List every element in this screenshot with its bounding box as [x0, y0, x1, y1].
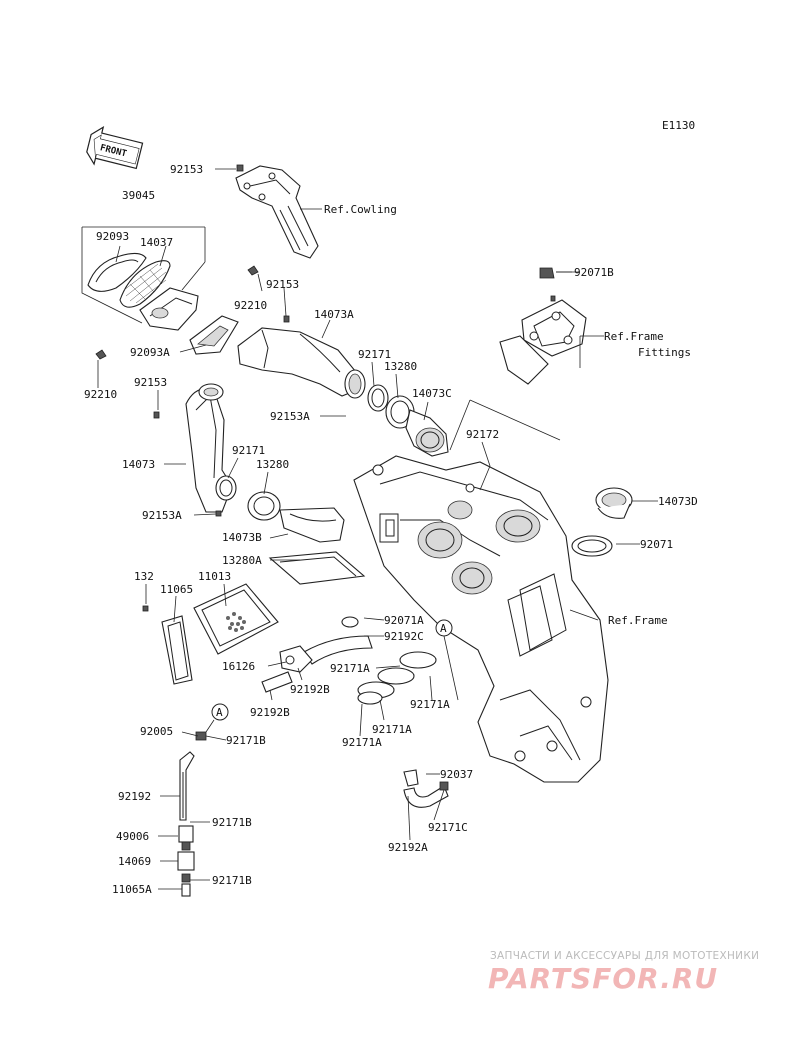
ring-92071: [571, 535, 613, 557]
label-92071A: 92071A: [384, 614, 424, 627]
label-92153A-a: 92153A: [270, 410, 310, 423]
hose-92192B: [261, 671, 293, 693]
label-92171C: 92171C: [428, 821, 468, 834]
label-13280A: 13280A: [222, 554, 262, 567]
label-11013: 11013: [198, 570, 231, 583]
svg-text:A: A: [440, 622, 447, 635]
label-92153: 92153: [170, 163, 203, 176]
label-92192B-a: 92192B: [290, 683, 330, 696]
fitting-16126: [279, 645, 313, 673]
label-92210-a: 92210: [234, 299, 267, 312]
label-92037: 92037: [440, 768, 473, 781]
label-14073A: 14073A: [314, 308, 354, 321]
label-11065: 11065: [160, 583, 193, 596]
label-92171B-a: 92171B: [226, 734, 266, 747]
intake-duct-14073B: [215, 507, 345, 543]
label-14073B: 14073B: [222, 531, 262, 544]
hose-92192C: [303, 616, 373, 665]
label-92171A-c: 92171A: [372, 723, 412, 736]
diagram-code: E1130: [662, 119, 695, 132]
label-92171-a: 92171: [358, 348, 391, 361]
ring-13280-lower: [247, 491, 281, 521]
intake-funnel-14073D: [595, 487, 633, 519]
part-labels: 92153 39045 92093 14037 Ref.Cowling 9207…: [84, 163, 698, 896]
label-ref-frame: Ref.Frame: [608, 614, 668, 627]
intake-duct-14073C: [405, 409, 449, 457]
label-92005: 92005: [140, 725, 173, 738]
intake-cover-assembly: [81, 226, 259, 360]
label-16126: 16126: [222, 660, 255, 673]
label-92071: 92071: [640, 538, 673, 551]
label-92171B-c: 92171B: [212, 874, 252, 887]
cowling-bracket: [235, 164, 322, 259]
label-92192C: 92192C: [384, 630, 424, 643]
label-14037: 14037: [140, 236, 173, 249]
label-11065A: 11065A: [112, 883, 152, 896]
label-92071B: 92071B: [574, 266, 614, 279]
label-fittings: Fittings: [638, 346, 691, 359]
callout-A-lower: A: [211, 703, 229, 721]
label-92153-c: 92153: [134, 376, 167, 389]
label-92171A-b: 92171A: [410, 698, 450, 711]
label-92153-b: 92153: [266, 278, 299, 291]
main-frame: [353, 455, 609, 783]
clamp-92171-lower: [215, 475, 237, 501]
label-92192B-b: 92192B: [250, 706, 290, 719]
air-filter-element-11013: [193, 583, 279, 655]
clamp-92171-upper: [367, 384, 389, 412]
drain-hose-assembly: [177, 731, 207, 897]
svg-text:A: A: [216, 706, 223, 719]
label-ref-cowling: Ref.Cowling: [324, 203, 397, 216]
clamps-92171A: [357, 651, 437, 705]
label-92171-b: 92171: [232, 444, 265, 457]
label-49006: 49006: [116, 830, 149, 843]
label-92171B-b: 92171B: [212, 816, 252, 829]
frame-fittings: [499, 267, 604, 385]
watermark-logo[interactable]: PARTSFOR.RU: [488, 962, 719, 995]
label-14073C: 14073C: [412, 387, 452, 400]
callout-A-frame: A: [435, 619, 453, 637]
label-92171A-a: 92171A: [330, 662, 370, 675]
leader-lines: [97, 168, 658, 890]
label-92172: 92172: [466, 428, 499, 441]
label-92210-b: 92210: [84, 388, 117, 401]
label-14069: 14069: [118, 855, 151, 868]
label-92153A-b: 92153A: [142, 509, 182, 522]
label-92171A-d: 92171A: [342, 736, 382, 749]
watermark-tagline: ЗАПЧАСТИ И АКСЕССУАРЫ ДЛЯ МОТОТЕХНИКИ: [490, 950, 760, 962]
intake-duct-14073A: [237, 315, 366, 399]
label-ref-frame-fittings: Ref.Frame: [604, 330, 664, 343]
label-132: 132: [134, 570, 154, 583]
label-92093: 92093: [96, 230, 129, 243]
label-14073D: 14073D: [658, 495, 698, 508]
front-arrow-icon: FRONT: [86, 125, 144, 170]
air-filter-13280A: [268, 551, 366, 585]
label-39045: 39045: [122, 189, 155, 202]
label-92093A: 92093A: [130, 346, 170, 359]
label-14073: 14073: [122, 458, 155, 471]
label-13280-a: 13280: [384, 360, 417, 373]
label-92192: 92192: [118, 790, 151, 803]
filter-cover-11065: [142, 605, 193, 685]
label-13280-b: 13280: [256, 458, 289, 471]
label-92192A: 92192A: [388, 841, 428, 854]
